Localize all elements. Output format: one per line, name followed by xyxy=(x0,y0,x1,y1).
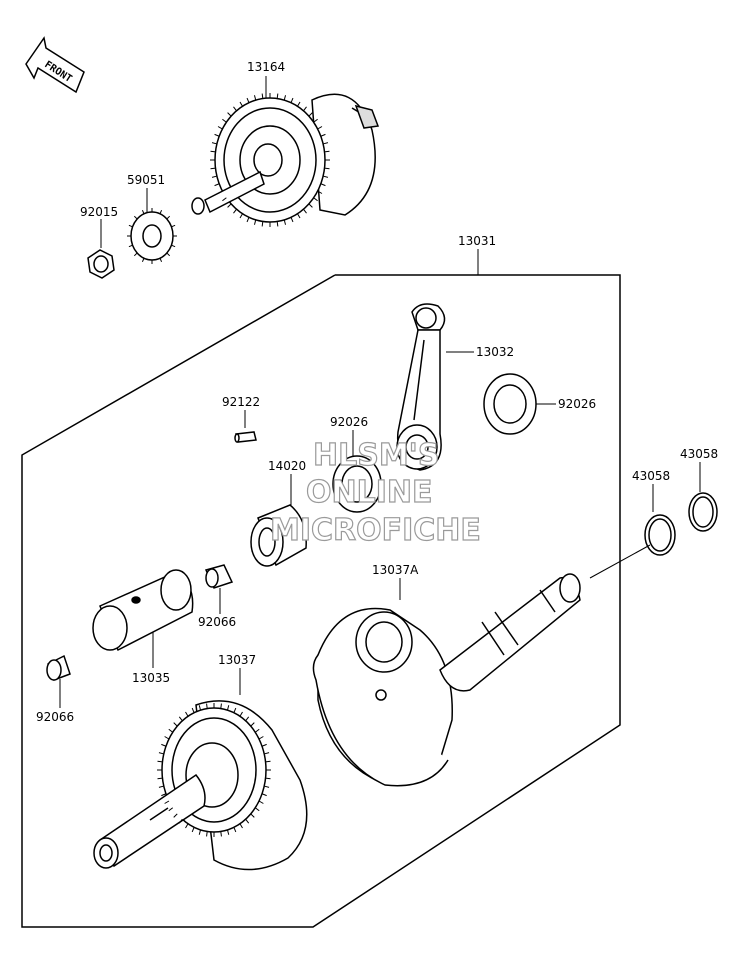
connecting-rod-13032 xyxy=(396,303,446,471)
label-92066-upper: 92066 xyxy=(198,615,236,629)
circlip-43058-front xyxy=(644,514,676,556)
label-13164: 13164 xyxy=(247,60,285,74)
label-13032: 13032 xyxy=(476,345,514,359)
label-92026-right: 92026 xyxy=(558,397,596,411)
label-92122: 92122 xyxy=(222,395,260,409)
label-43058-rear: 43058 xyxy=(680,447,718,461)
watermark: HLSM'S ONLINE MICROFICHE xyxy=(269,437,481,548)
crankshaft-13164 xyxy=(191,93,380,223)
label-14020: 14020 xyxy=(268,459,306,473)
front-arrow-icon: FRONT xyxy=(25,36,85,94)
svg-text:MICROFICHE: MICROFICHE xyxy=(270,513,481,548)
label-13035: 13035 xyxy=(132,671,170,685)
needle-bearing-14020 xyxy=(250,504,307,567)
crankshaft-13037 xyxy=(93,700,308,871)
plug-92066-upper xyxy=(204,564,234,589)
circlip-43058-rear xyxy=(688,492,718,532)
label-92026-left: 92026 xyxy=(330,415,368,429)
sprocket-59051 xyxy=(130,211,174,261)
nut-92015 xyxy=(87,249,115,279)
label-92066-lower: 92066 xyxy=(36,710,74,724)
plug-92066-lower xyxy=(46,654,71,681)
crankshaft-13037-gear-teeth xyxy=(157,703,271,837)
label-43058-front: 43058 xyxy=(632,469,670,483)
label-92015: 92015 xyxy=(80,205,118,219)
label-13037A: 13037A xyxy=(372,563,419,577)
sprocket-59051-teeth xyxy=(127,208,177,264)
label-59051: 59051 xyxy=(127,173,165,187)
label-13031: 13031 xyxy=(458,234,496,248)
kit-13031-outline xyxy=(21,274,621,928)
svg-text:HLSM'S: HLSM'S xyxy=(313,438,439,473)
crankshaft-13164-gear-teeth xyxy=(210,93,330,227)
label-13037: 13037 xyxy=(218,653,256,667)
crank-half-13037A xyxy=(312,573,581,787)
thrust-washer-92026-left xyxy=(332,455,382,513)
pin-92122 xyxy=(234,431,257,443)
thrust-washer-92026-right xyxy=(483,373,537,435)
crank-pin-13035 xyxy=(92,569,194,652)
svg-text:ONLINE: ONLINE xyxy=(306,475,433,510)
